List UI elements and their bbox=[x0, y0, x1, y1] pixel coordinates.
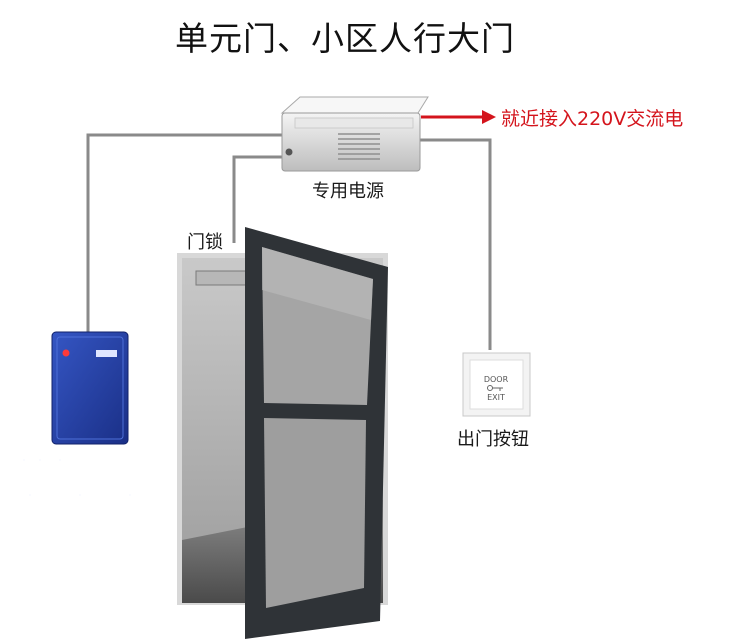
card-reader bbox=[23, 331, 131, 496]
door-leaf bbox=[245, 227, 388, 639]
exit-button: DOOR EXIT bbox=[462, 352, 531, 417]
exit-button-label: 出门按钮 bbox=[457, 429, 529, 450]
wire-exit-button bbox=[420, 138, 492, 350]
wire-lock bbox=[232, 155, 286, 243]
power-input-label: 就近接入220V交流电 bbox=[501, 108, 684, 130]
wiring bbox=[86, 133, 492, 350]
door-lock-label: 门锁 bbox=[187, 232, 223, 253]
power-supply-box bbox=[280, 96, 429, 172]
wire-reader bbox=[86, 133, 284, 335]
key-icon bbox=[487, 385, 503, 391]
diagram-title: 单元门、小区人行大门 bbox=[175, 19, 515, 58]
exit-button-text-bottom: EXIT bbox=[487, 393, 505, 402]
power-input-arrow bbox=[421, 110, 496, 124]
power-supply-label: 专用电源 bbox=[312, 181, 384, 202]
exit-button-text-top: DOOR bbox=[484, 375, 509, 384]
